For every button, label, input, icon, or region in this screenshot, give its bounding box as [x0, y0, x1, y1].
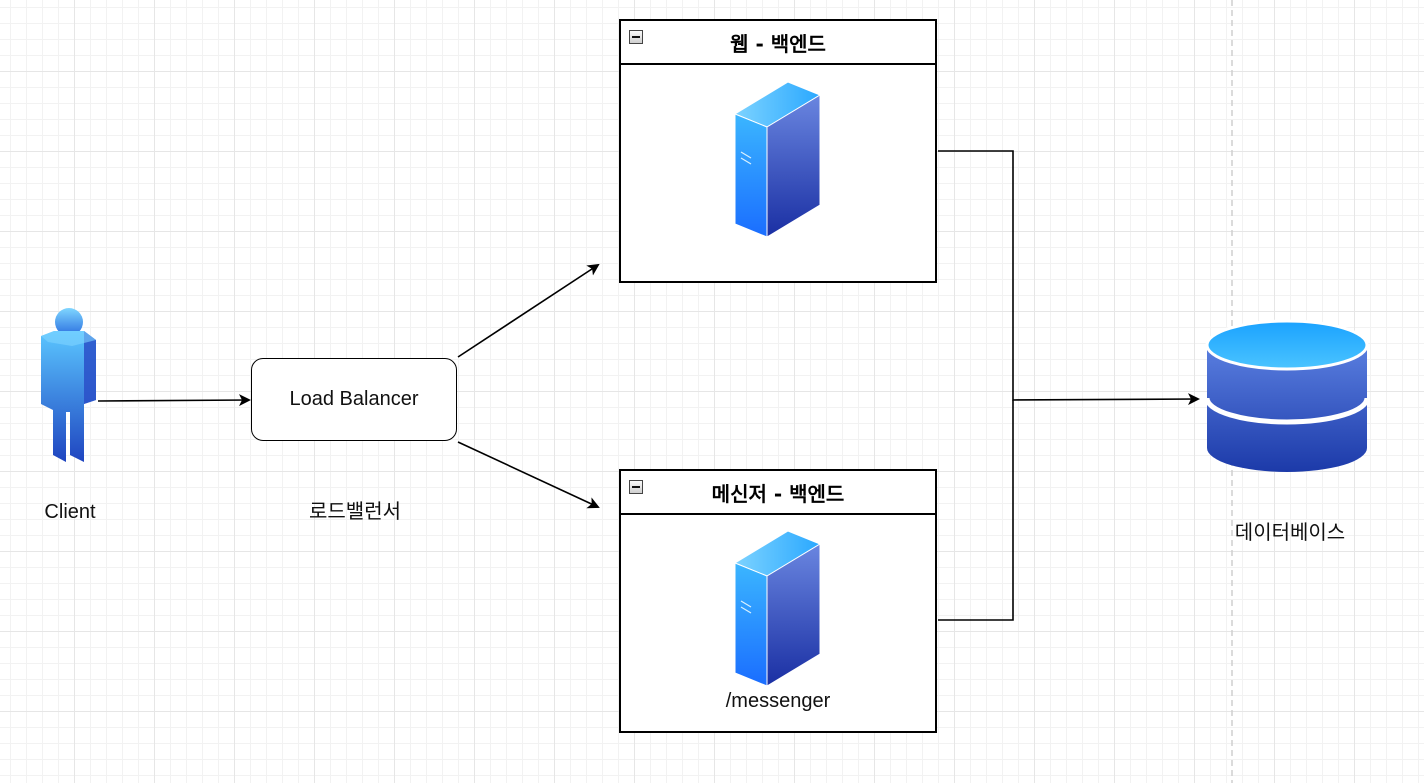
messenger-backend-title: 메신저 - 백엔드 [711, 481, 845, 506]
edge-messenger-to-db[interactable] [938, 400, 1014, 621]
database-label: 데이터베이스 [1234, 520, 1346, 544]
database-icon[interactable] [1204, 319, 1370, 472]
edge-client-to-lb[interactable] [97, 394, 251, 407]
collapse-icon[interactable] [629, 30, 643, 44]
collapse-icon[interactable] [629, 480, 643, 494]
load-balancer-label: Load Balancer [289, 388, 419, 410]
web-backend-header[interactable]: 웹 - 백엔드 [621, 21, 935, 65]
edge-web-to-db[interactable] [938, 150, 1200, 406]
messenger-path-label: /messenger [725, 690, 831, 712]
load-balancer-node[interactable]: Load Balancer [251, 358, 457, 441]
web-backend-container[interactable]: 웹 - 백엔드 [619, 19, 937, 283]
client-label: Client [44, 501, 96, 523]
load-balancer-caption: 로드밸런서 [309, 499, 401, 523]
edge-lb-to-web[interactable] [457, 263, 600, 358]
user-icon[interactable] [41, 308, 96, 462]
messenger-backend-header[interactable]: 메신저 - 백엔드 [621, 471, 935, 515]
web-backend-title: 웹 - 백엔드 [730, 31, 826, 56]
edge-lb-to-messenger[interactable] [457, 441, 600, 509]
